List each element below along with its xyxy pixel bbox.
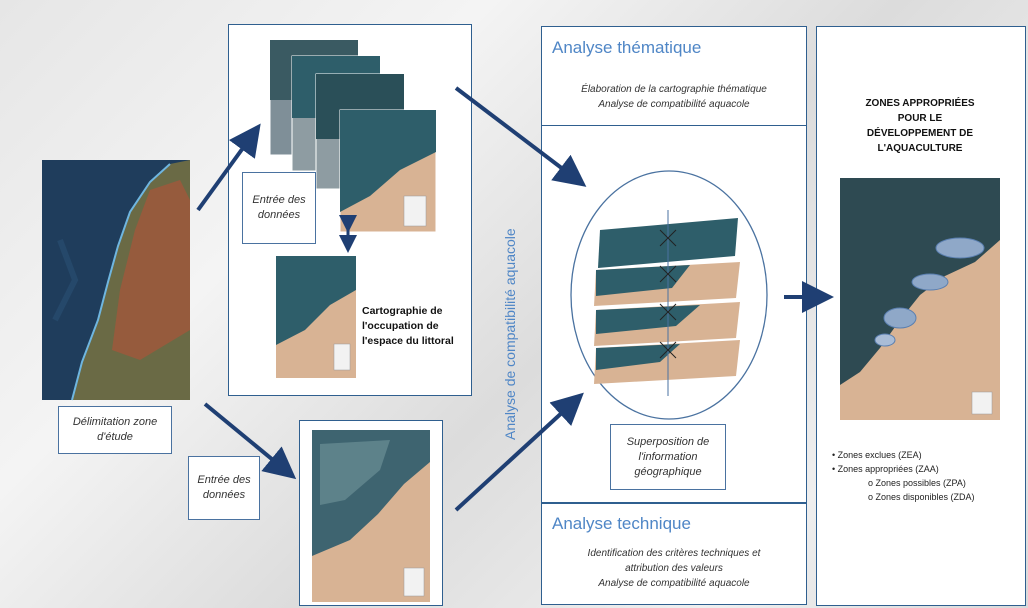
legend-item-available: o Zones disponibles (ZDA) <box>868 492 975 502</box>
overlay-label-text: Superposition de l'information géographi… <box>626 435 710 478</box>
data-entry-label-top-text: Entrée des données <box>252 194 306 221</box>
data-entry-label-bottom-text: Entrée des données <box>197 474 251 501</box>
compatibility-vertical-label: Analyse de compatibilité aquacole <box>502 228 518 440</box>
bathymetry-map <box>312 430 430 602</box>
legend-item-excluded: • Zones exclues (ZEA) <box>832 450 922 460</box>
flow-arrows <box>196 86 834 512</box>
result-title: ZONES APPROPRIÉES POUR LE DÉVELOPPEMENT … <box>865 98 975 154</box>
overlay-label: Superposition de l'information géographi… <box>610 424 726 490</box>
thematic-analysis-box <box>541 26 807 126</box>
overlay-ellipse <box>570 170 768 420</box>
map-stack <box>269 39 437 233</box>
technical-line-1: Identification des critères techniques e… <box>587 548 761 559</box>
technical-analysis-title: Analyse technique <box>552 514 691 533</box>
data-entry-label-bottom: Entrée des données <box>188 456 260 520</box>
study-area-label-text: Délimitation zone d'étude <box>72 416 158 443</box>
suitable-zones-map <box>840 178 1000 420</box>
technical-line-3: Analyse de compatibilité aquacole <box>598 578 750 589</box>
data-entry-label-top: Entrée des données <box>242 172 316 244</box>
thematic-line-2: Analyse de compatibilité aquacole <box>598 99 750 110</box>
occupation-map <box>276 256 356 378</box>
legend-item-possible: o Zones possibles (ZPA) <box>868 478 966 488</box>
technical-analysis-box <box>541 503 807 605</box>
mapping-caption: Cartographie de l'occupation de l'espace… <box>362 305 454 347</box>
technical-line-2: attribution des valeurs <box>625 563 723 574</box>
legend-item-suitable: • Zones appropriées (ZAA) <box>832 464 939 474</box>
zones-legend: • Zones exclues (ZEA) • Zones appropriée… <box>832 448 975 504</box>
satellite-map <box>42 160 190 401</box>
thematic-line-1: Élaboration de la cartographie thématiqu… <box>581 84 767 95</box>
thematic-analysis-title: Analyse thématique <box>552 38 702 57</box>
study-area-label: Délimitation zone d'étude <box>58 406 172 454</box>
